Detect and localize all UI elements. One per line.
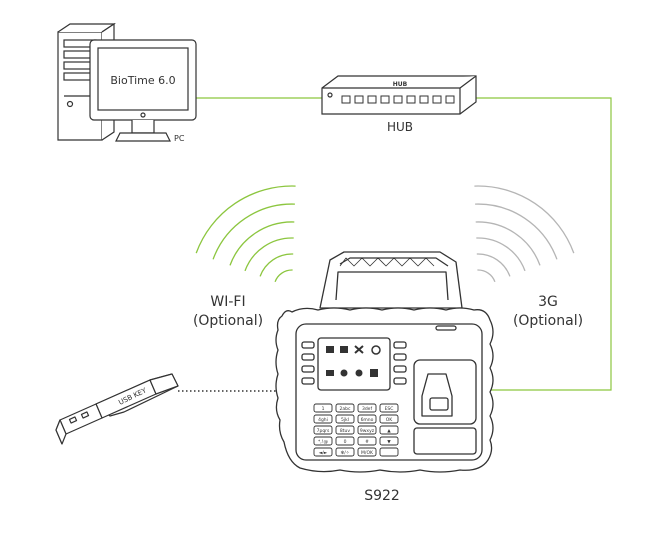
keypad-key-label: ▲: [387, 429, 391, 434]
wifi-wave-arc: [259, 253, 294, 277]
network-hub: [321, 75, 477, 115]
keypad-key[interactable]: 8tuv: [335, 425, 355, 435]
cellular-label: 3G: [538, 294, 558, 310]
wifi-label: WI-FI: [210, 294, 245, 310]
keypad-key[interactable]: 6mno: [357, 414, 377, 424]
wifi-wave-arc: [274, 269, 293, 283]
wifi-wave-arc: [244, 237, 294, 272]
hub-port: [419, 95, 429, 104]
keypad-key[interactable]: 7pqrs: [313, 425, 333, 435]
keypad-key-label: 6mno: [361, 417, 374, 423]
keypad-key[interactable]: ◄/►: [313, 447, 333, 457]
keypad-key[interactable]: OK: [379, 414, 399, 424]
wifi-wave-arc: [212, 203, 295, 260]
screen-icons: [326, 345, 381, 377]
keypad-key[interactable]: ✻/✧: [335, 447, 355, 457]
pc-computer: [57, 22, 197, 142]
hub-port: [393, 95, 403, 104]
keypad-key[interactable]: 5jkl: [335, 414, 355, 424]
hub-port: [380, 95, 390, 104]
keypad-key[interactable]: M/OK: [357, 447, 377, 457]
hub-port: [341, 95, 351, 104]
keypad-key[interactable]: 1: [313, 403, 333, 413]
device-screen: [317, 337, 391, 391]
card-reader-area: [413, 427, 477, 455]
device-keypad: 1 2abc 3def ESC 4ghi 5jkl 6mno OK 7pqrs 8tuv 9wxyz…: [313, 403, 399, 457]
hub-ports: [341, 95, 455, 104]
keypad-key-label: *,!@: [318, 439, 328, 445]
keypad-key-label: ✻/✧: [340, 450, 349, 456]
hub-port: [445, 95, 455, 104]
keypad-key[interactable]: ▼: [379, 436, 399, 446]
keypad-key-label: 3def: [362, 406, 372, 412]
keypad-key[interactable]: [379, 447, 399, 457]
hub-device-ethernet-line: [476, 97, 612, 391]
cellular-wave-arc: [477, 269, 496, 283]
keypad-key-label: ▼: [387, 440, 391, 445]
cellular-wave-arc: [476, 253, 511, 277]
hub-port: [432, 95, 442, 104]
wifi-signal-icon: [195, 185, 296, 283]
keypad-key[interactable]: 4ghi: [313, 414, 333, 424]
wifi-wave-arc: [229, 221, 295, 266]
keypad-key[interactable]: ESC: [379, 403, 399, 413]
device-label: S922: [364, 488, 400, 504]
pc-monitor: [89, 39, 197, 142]
usb-key: [55, 373, 179, 445]
keypad-key-label: 5jkl: [341, 417, 349, 423]
keypad-key-label: 4ghi: [318, 417, 328, 423]
hub-brand-text: HUB: [393, 81, 408, 88]
keypad-key[interactable]: ▲: [379, 425, 399, 435]
keypad-key-label: 0: [344, 439, 347, 445]
cellular-wave-arc: [474, 185, 575, 254]
keypad-key-label: ESC: [385, 406, 394, 412]
keypad-key-label: #: [365, 439, 369, 445]
hub-label: HUB: [387, 120, 413, 134]
keypad-key-label: OK: [386, 417, 394, 423]
keypad-key[interactable]: 2abc: [335, 403, 355, 413]
cellular-signal-icon: [474, 185, 575, 283]
keypad-key[interactable]: *,!@: [313, 436, 333, 446]
cellular-sublabel: (Optional): [513, 313, 583, 329]
keypad-key-label: ◄/►: [319, 450, 328, 456]
hub-port: [354, 95, 364, 104]
keypad-key[interactable]: 9wxyz: [357, 425, 377, 435]
s922-device: 1 2abc 3def ESC 4ghi 5jkl 6mno OK 7pqrs 8tuv 9wxyz…: [275, 251, 494, 473]
pc-screen-text: BioTime 6.0: [110, 74, 175, 87]
keypad-key[interactable]: #: [357, 436, 377, 446]
keypad-key[interactable]: 0: [335, 436, 355, 446]
hub-port: [367, 95, 377, 104]
keypad-key-label: 2abc: [340, 406, 351, 412]
hub-port: [406, 95, 416, 104]
pc-label: PC: [174, 134, 185, 143]
wifi-sublabel: (Optional): [193, 313, 263, 329]
wifi-wave-arc: [195, 185, 296, 254]
cellular-wave-arc: [475, 221, 541, 266]
cellular-wave-arc: [475, 203, 558, 260]
keypad-key-label: 8tuv: [340, 428, 350, 434]
handle-truss: [339, 257, 435, 267]
keypad-key-label: 9wxyz: [360, 428, 375, 434]
keypad-key-label: M/OK: [361, 450, 374, 456]
keypad-key[interactable]: 3def: [357, 403, 377, 413]
cellular-wave-arc: [476, 237, 526, 272]
keypad-key-label: 1: [322, 406, 325, 412]
keypad-key-label: 7pqrs: [317, 428, 330, 434]
